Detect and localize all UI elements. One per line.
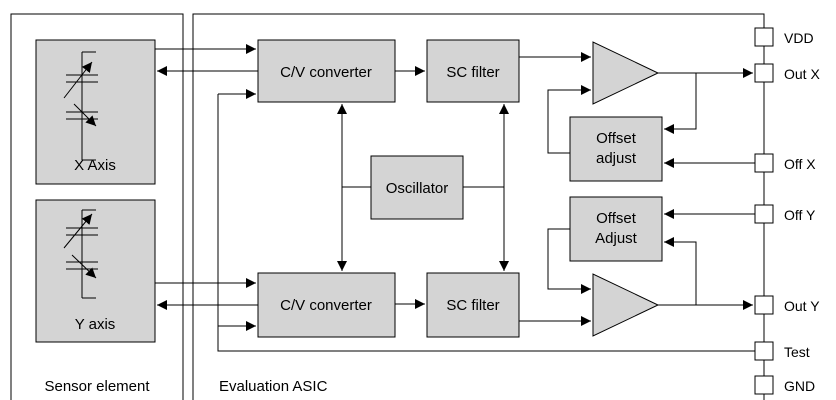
sensor-element-caption: Sensor element xyxy=(44,378,150,395)
y-axis-sensor: Y axis xyxy=(35,199,156,343)
x-axis-label: X Axis xyxy=(74,157,116,174)
offset-adjust-top xyxy=(569,116,663,182)
sc-filter-bottom xyxy=(426,272,520,338)
pin-label-out-y: Out Y xyxy=(784,298,820,314)
variable-capacitor-icon xyxy=(63,51,98,161)
oscillator-label: Oscillator xyxy=(386,180,449,197)
offset-adjust-bottom-line2: Adjust xyxy=(595,230,638,247)
offset-adjust-top-line1: Offset xyxy=(596,130,637,147)
evaluation-asic-caption: Evaluation ASIC xyxy=(219,378,328,395)
offset-adjust-bottom xyxy=(569,196,663,262)
offset-adjust-top-line2: adjust xyxy=(596,150,637,167)
cv-converter-top xyxy=(257,39,396,103)
sensor-element-frame xyxy=(10,13,184,400)
feedback-bottom xyxy=(664,237,697,305)
pin-label-gnd: GND xyxy=(784,378,815,394)
pin-test xyxy=(754,341,774,361)
pin-label-vdd: VDD xyxy=(784,30,814,46)
variable-capacitor-icon xyxy=(63,209,98,299)
pin-label-off-x: Off X xyxy=(784,156,816,172)
cv-converter-top-label: C/V converter xyxy=(280,64,372,81)
test-line xyxy=(217,94,755,352)
offset-to-amp-top xyxy=(547,85,591,154)
amplifier-bottom-icon xyxy=(592,273,660,337)
pin-gnd xyxy=(754,375,774,395)
pin-label-off-y: Off Y xyxy=(784,207,816,223)
x-axis-sensor: X Axis xyxy=(35,39,156,185)
sc-filter-bottom-label: SC filter xyxy=(446,297,499,314)
sc-filter-top-label: SC filter xyxy=(446,64,499,81)
pin-label-out-x: Out X xyxy=(784,66,820,82)
amplifier-top-icon xyxy=(592,41,660,105)
pin-vdd xyxy=(754,27,774,47)
feedback-top xyxy=(664,73,697,134)
offset-to-amp-bottom xyxy=(547,228,591,294)
pin-off-y xyxy=(754,204,774,224)
pin-out-y xyxy=(754,295,774,315)
offset-adjust-bottom-line1: Offset xyxy=(596,210,637,227)
sc-filter-top xyxy=(426,39,520,103)
pin-out-x xyxy=(754,63,774,83)
pin-off-x xyxy=(754,153,774,173)
pin-label-test: Test xyxy=(784,344,810,360)
cv-converter-bottom xyxy=(257,272,396,338)
cv-converter-bottom-label: C/V converter xyxy=(280,297,372,314)
y-axis-label: Y axis xyxy=(75,316,116,333)
